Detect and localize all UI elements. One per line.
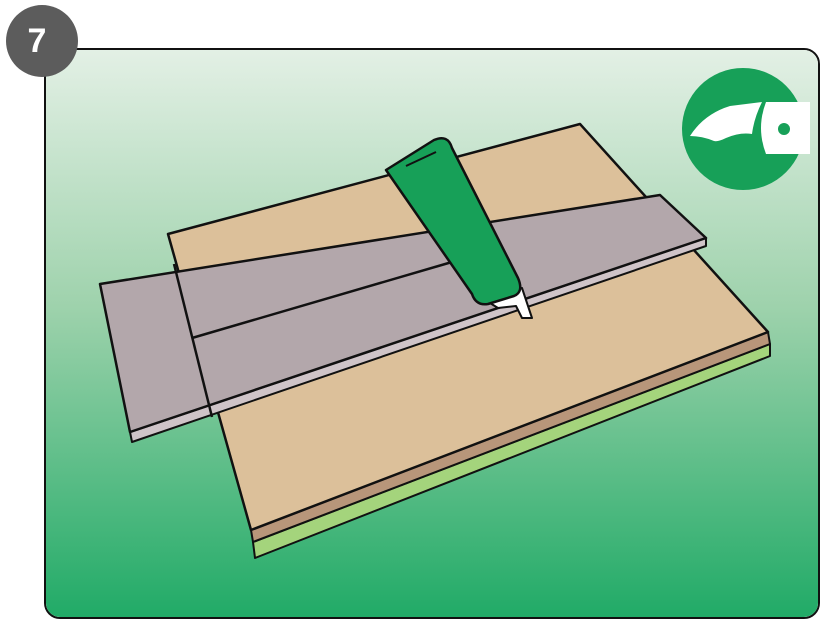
step-number: 7 xyxy=(28,22,47,60)
cutting-scene xyxy=(46,50,820,619)
step-number-badge: 7 xyxy=(6,5,78,77)
illustration-panel xyxy=(44,48,820,619)
